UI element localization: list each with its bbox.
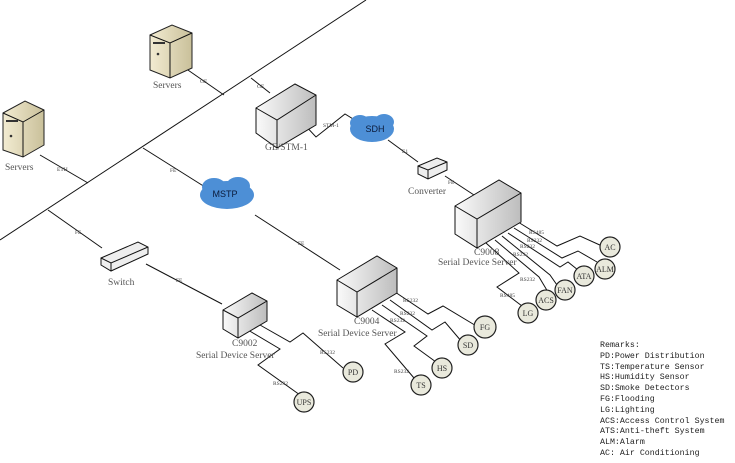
svg-text:ALM: ALM (596, 265, 614, 274)
device-sd: SD (457, 334, 479, 356)
svg-text:FE: FE (298, 241, 305, 247)
mstp-cloud: MSTP (200, 177, 254, 209)
svg-text:UPS: UPS (297, 398, 312, 407)
svg-text:RS232: RS232 (520, 244, 535, 250)
svg-text:RS232: RS232 (403, 298, 418, 304)
remark-item: ACS:Access Control System (600, 416, 725, 426)
svg-text:RS232: RS232 (320, 350, 335, 356)
remark-item: PD:Power Distribution (600, 351, 705, 361)
backbone-line (0, 0, 367, 241)
remark-item: ALM:Alarm (600, 438, 645, 448)
sdh-cloud: SDH (350, 114, 394, 142)
device-acs: ACS (535, 289, 557, 311)
device-lg: LG (517, 302, 539, 324)
svg-text:GE/STM-1: GE/STM-1 (265, 143, 308, 153)
svg-text:GE: GE (200, 79, 208, 85)
svg-text:LG: LG (523, 309, 534, 318)
link-labels: GE ETH GE STM-1 FE FE E1 FE FE FE RS232 … (57, 79, 544, 387)
server-top-label: Servers (153, 81, 182, 91)
device-alm: ALM (594, 258, 616, 280)
svg-text:MSTP: MSTP (212, 189, 237, 199)
svg-text:ACS: ACS (538, 296, 554, 305)
converter-device: Converter (408, 157, 448, 197)
remark-item: HS:Humidity Sensor (600, 373, 690, 383)
svg-text:Converter: Converter (408, 187, 447, 197)
svg-text:Switch: Switch (108, 278, 135, 288)
svg-text:FG: FG (480, 323, 490, 332)
svg-text:RS485: RS485 (529, 230, 544, 236)
remark-item: ATS:Anti-theft System (600, 427, 705, 437)
switch-device: Switch (100, 241, 149, 288)
links (39, 67, 603, 396)
server-left-label: Servers (5, 163, 34, 173)
remark-item: AC: Air Conditioning (600, 448, 700, 458)
device-fg: FG (473, 315, 497, 339)
svg-text:E1: E1 (402, 149, 408, 155)
svg-text:C9008: C9008 (474, 248, 500, 258)
svg-text:Serial Device Server: Serial Device Server (196, 351, 275, 361)
svg-text:RS232: RS232 (520, 277, 535, 283)
device-fan: FAN (554, 279, 576, 301)
c9004-serial-server: C9004 Serial Device Server (318, 255, 398, 339)
svg-text:RS232: RS232 (394, 369, 409, 375)
svg-text:SD: SD (463, 341, 473, 350)
svg-text:RS485: RS485 (500, 293, 515, 299)
device-ac: AC (599, 236, 621, 258)
server-left-icon: Servers (2, 100, 45, 173)
remarks-title: Remarks: (600, 341, 640, 350)
svg-text:RS232: RS232 (527, 238, 542, 244)
device-hs: HS (431, 357, 453, 379)
svg-text:TS: TS (416, 381, 425, 390)
svg-text:RS232: RS232 (400, 311, 415, 317)
device-ups: UPS (293, 391, 315, 413)
ge-stm-device: GE/STM-1 (255, 83, 317, 153)
svg-text:RS232: RS232 (273, 381, 288, 387)
svg-text:C9004: C9004 (354, 317, 380, 327)
svg-text:ETH: ETH (57, 167, 68, 173)
svg-text:FAN: FAN (557, 286, 573, 295)
svg-text:STM-1: STM-1 (323, 123, 339, 129)
server-top-icon: Servers (149, 24, 193, 91)
svg-text:ATA: ATA (577, 272, 592, 281)
svg-text:C9002: C9002 (232, 339, 258, 349)
device-ts: TS (410, 374, 432, 396)
svg-text:AC: AC (604, 243, 615, 252)
svg-text:FE: FE (448, 180, 455, 186)
svg-text:FE: FE (75, 230, 82, 236)
remark-item: TS:Temperature Sensor (600, 362, 705, 372)
svg-text:RS232: RS232 (513, 252, 528, 258)
svg-text:HS: HS (437, 364, 447, 373)
remark-item: LG:Lighting (600, 405, 655, 415)
c9008-serial-server: C9008 Serial Device Server (438, 179, 522, 268)
svg-text:Serial Device Server: Serial Device Server (318, 329, 397, 339)
svg-text:FE: FE (170, 168, 177, 174)
svg-text:FE: FE (176, 278, 183, 284)
svg-text:RS232: RS232 (390, 318, 405, 324)
remarks-legend: Remarks: PD:Power Distribution TS:Temper… (600, 341, 724, 460)
device-pd: PD (342, 361, 364, 383)
svg-text:SDH: SDH (365, 124, 384, 134)
remark-item: SD:Smoke Detectors (600, 384, 690, 394)
c9002-serial-server: C9002 Serial Device Server (196, 292, 275, 361)
svg-text:GE: GE (257, 84, 265, 90)
svg-text:PD: PD (348, 368, 358, 377)
device-ata: ATA (573, 265, 595, 287)
svg-text:Serial Device Server: Serial Device Server (438, 258, 517, 268)
remark-item: FG:Flooding (600, 394, 655, 404)
